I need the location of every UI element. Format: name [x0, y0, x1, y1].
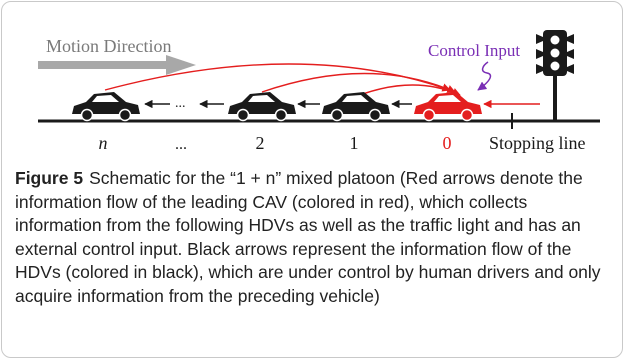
- control-input-squiggle: [477, 61, 492, 91]
- vehicle-label-dots: ...: [175, 136, 187, 153]
- hdv-car-n: [72, 92, 140, 122]
- vehicle-label-2: 2: [256, 133, 265, 153]
- info-arc-1: [359, 84, 461, 96]
- motion-direction-label: Motion Direction: [46, 36, 171, 56]
- traffic-light-icon: [536, 30, 574, 121]
- vehicle-label-1: 1: [350, 133, 359, 153]
- between-dots: ...: [175, 96, 186, 111]
- platoon-diagram: Motion Direction Control Input: [38, 30, 600, 153]
- vehicle-label-0: 0: [443, 133, 452, 153]
- hdv-car-2: [228, 92, 296, 122]
- control-input-label: Control Input: [428, 41, 520, 60]
- hdv-car-1: [322, 92, 390, 122]
- cav-car-0: [414, 92, 482, 122]
- vehicle-label-n: n: [99, 133, 108, 153]
- figure-label: Figure 5: [15, 168, 84, 188]
- caption-text: Schematic for the “1 + n” mixed platoon …: [15, 168, 601, 306]
- stopping-line-label: Stopping line: [489, 133, 586, 153]
- motion-direction-arrow: [38, 55, 196, 75]
- info-arc-2: [261, 72, 456, 93]
